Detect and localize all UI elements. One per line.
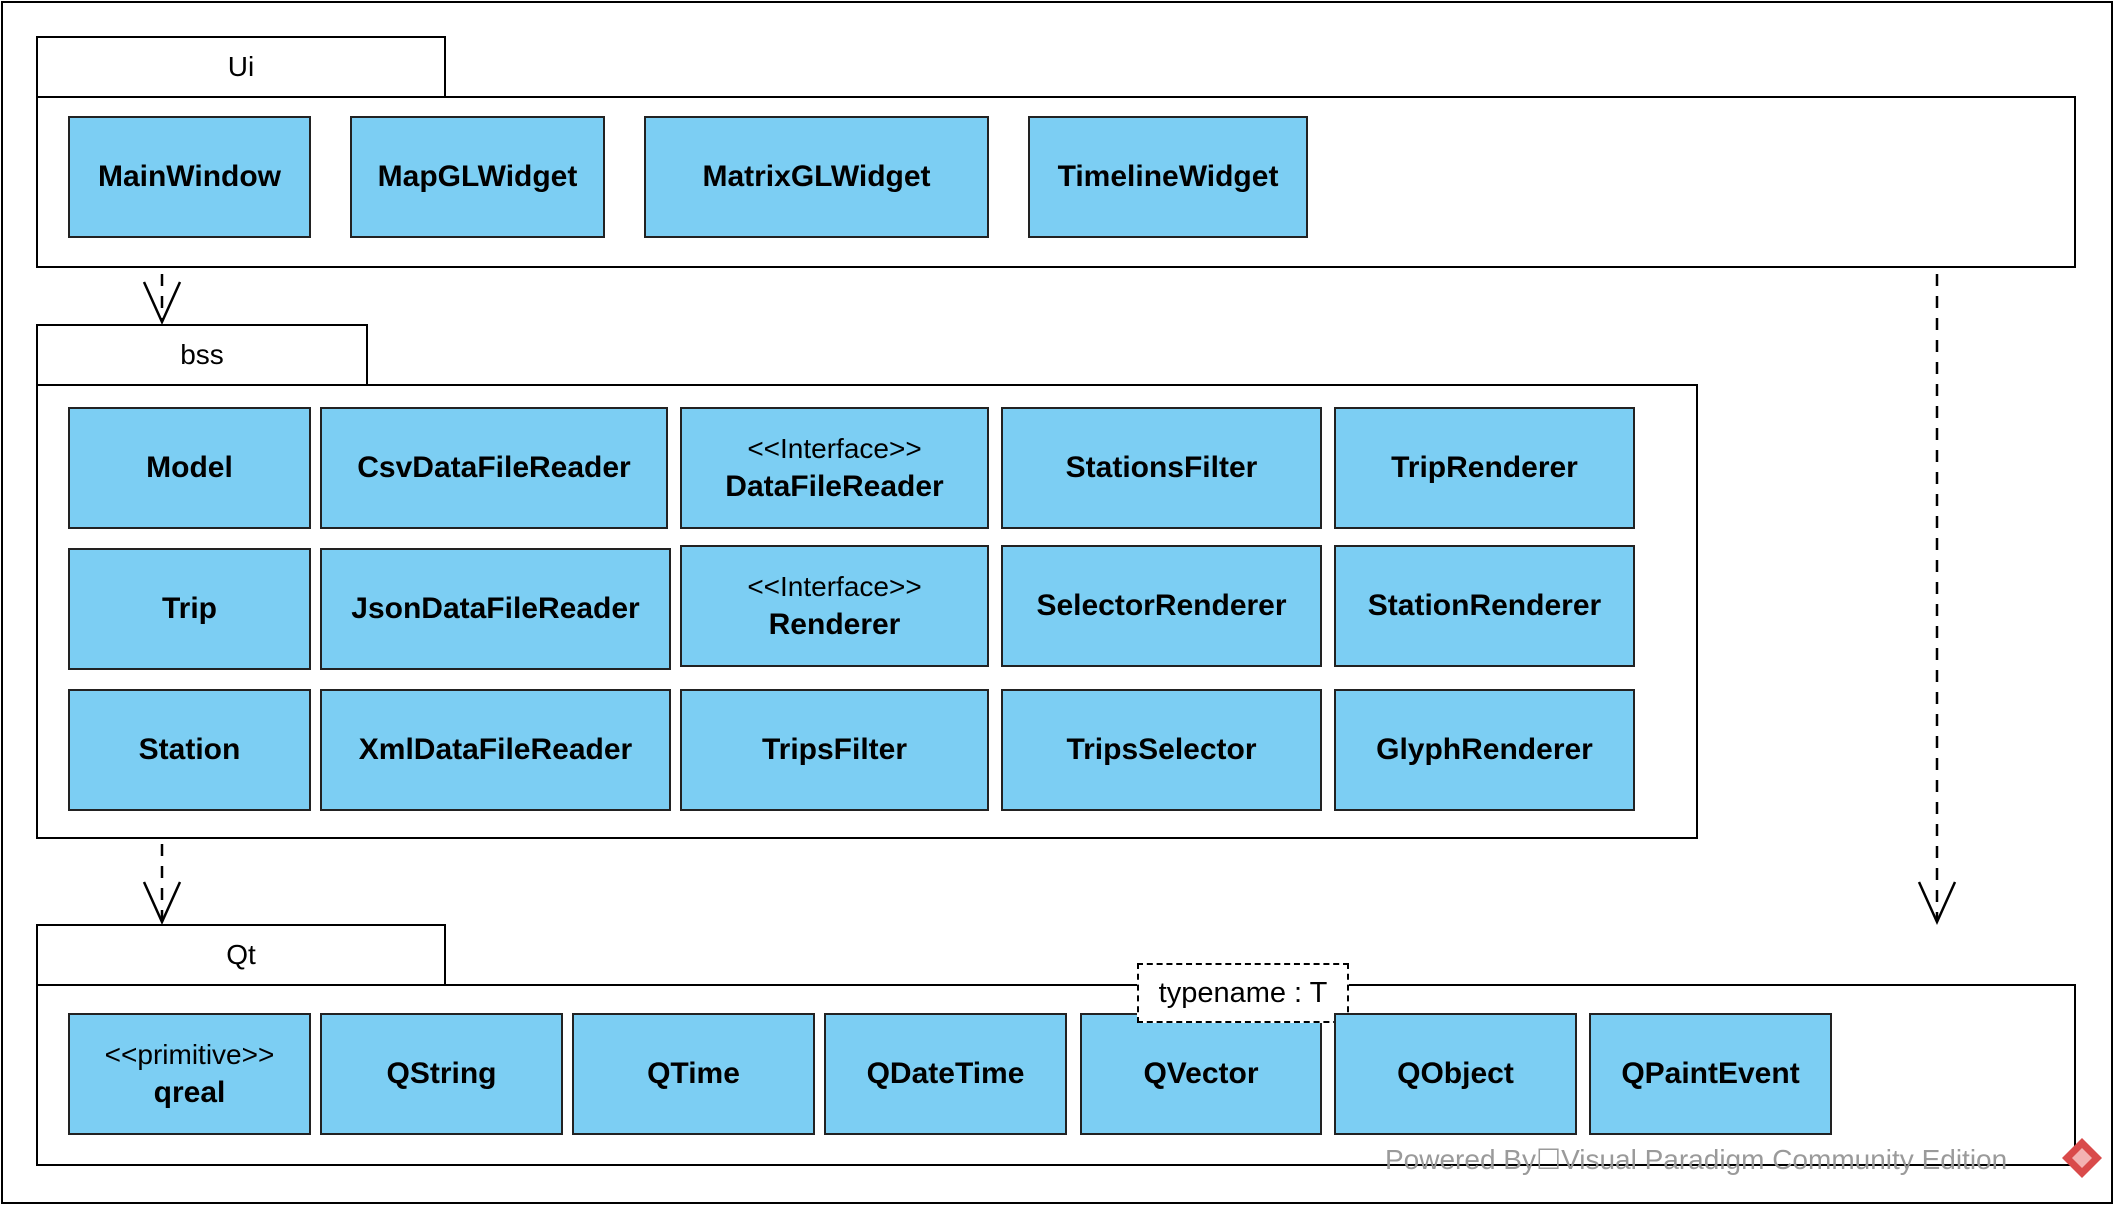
class-jsondatafilereader[interactable]: JsonDataFileReader bbox=[320, 548, 671, 670]
class-stereotype: <<Interface>> bbox=[747, 571, 922, 602]
class-stereotype: <<primitive>> bbox=[104, 1039, 275, 1070]
package-bss-name: bss bbox=[180, 339, 224, 370]
class-qpaintevent[interactable]: QPaintEvent bbox=[1589, 1013, 1832, 1135]
class-name: XmlDataFileReader bbox=[358, 733, 633, 766]
class-name: StationRenderer bbox=[1367, 589, 1602, 622]
class-name: GlyphRenderer bbox=[1376, 733, 1593, 766]
class-triprenderer[interactable]: TripRenderer bbox=[1334, 407, 1635, 529]
class-name: StationsFilter bbox=[1065, 451, 1258, 484]
class-qreal[interactable]: <<primitive>> qreal bbox=[68, 1013, 311, 1135]
class-name: CsvDataFileReader bbox=[357, 451, 631, 484]
class-timelinewidget[interactable]: TimelineWidget bbox=[1028, 116, 1308, 238]
dependency-ui-to-qt[interactable] bbox=[1917, 274, 1957, 926]
package-qt-name: Qt bbox=[226, 939, 256, 970]
class-name: DataFileReader bbox=[725, 470, 944, 503]
class-glyphrenderer[interactable]: GlyphRenderer bbox=[1334, 689, 1635, 811]
class-name: QVector bbox=[1143, 1057, 1259, 1090]
class-selectorrenderer[interactable]: SelectorRenderer bbox=[1001, 545, 1322, 667]
class-mainwindow[interactable]: MainWindow bbox=[68, 116, 311, 238]
class-name: MainWindow bbox=[97, 160, 282, 193]
dependency-bss-to-qt[interactable] bbox=[142, 844, 182, 926]
watermark-text: Powered By☐Visual Paradigm Community Edi… bbox=[1385, 1144, 2008, 1175]
class-xmldatafilereader[interactable]: XmlDataFileReader bbox=[320, 689, 671, 811]
class-name: MatrixGLWidget bbox=[702, 160, 931, 193]
class-qobject[interactable]: QObject bbox=[1334, 1013, 1577, 1135]
class-tripsselector[interactable]: TripsSelector bbox=[1001, 689, 1322, 811]
class-name: TimelineWidget bbox=[1057, 160, 1279, 193]
class-trip[interactable]: Trip bbox=[68, 548, 311, 670]
class-name: QPaintEvent bbox=[1621, 1057, 1800, 1090]
package-ui-name: Ui bbox=[227, 51, 255, 82]
class-name: TripRenderer bbox=[1391, 451, 1578, 484]
class-tripsfilter[interactable]: TripsFilter bbox=[680, 689, 989, 811]
class-name: TripsSelector bbox=[1066, 733, 1257, 766]
class-name: QTime bbox=[647, 1057, 740, 1090]
class-name: MapGLWidget bbox=[377, 160, 578, 193]
class-qvector[interactable]: QVector bbox=[1080, 1013, 1322, 1135]
class-name: QObject bbox=[1397, 1057, 1514, 1090]
class-name: Model bbox=[146, 451, 233, 484]
class-station[interactable]: Station bbox=[68, 689, 311, 811]
class-name: SelectorRenderer bbox=[1036, 589, 1287, 622]
class-csvdatafilereader[interactable]: CsvDataFileReader bbox=[320, 407, 668, 529]
class-qdatetime[interactable]: QDateTime bbox=[824, 1013, 1067, 1135]
class-stationsfilter[interactable]: StationsFilter bbox=[1001, 407, 1322, 529]
visual-paradigm-logo-icon bbox=[2062, 1138, 2102, 1178]
class-stationrenderer[interactable]: StationRenderer bbox=[1334, 545, 1635, 667]
class-name: Trip bbox=[161, 592, 217, 625]
class-matrixglwidget[interactable]: MatrixGLWidget bbox=[644, 116, 989, 238]
template-parameter: typename : T bbox=[1158, 976, 1328, 1009]
class-name: QDateTime bbox=[866, 1057, 1025, 1090]
class-qtime[interactable]: QTime bbox=[572, 1013, 815, 1135]
class-mapglwidget[interactable]: MapGLWidget bbox=[350, 116, 605, 238]
class-name: Renderer bbox=[768, 608, 901, 641]
class-name: TripsFilter bbox=[761, 733, 908, 766]
template-parameter-box: typename : T bbox=[1137, 963, 1349, 1023]
class-model[interactable]: Model bbox=[68, 407, 311, 529]
class-renderer[interactable]: <<Interface>> Renderer bbox=[680, 545, 989, 667]
dependency-ui-to-bss[interactable] bbox=[142, 274, 182, 326]
package-bss-tab[interactable]: bss bbox=[36, 324, 368, 386]
class-name: qreal bbox=[153, 1076, 226, 1109]
class-name: QString bbox=[386, 1057, 497, 1090]
class-qstring[interactable]: QString bbox=[320, 1013, 563, 1135]
class-name: JsonDataFileReader bbox=[351, 592, 640, 625]
class-datafilereader[interactable]: <<Interface>> DataFileReader bbox=[680, 407, 989, 529]
class-stereotype: <<Interface>> bbox=[747, 433, 922, 464]
class-name: Station bbox=[138, 733, 241, 766]
